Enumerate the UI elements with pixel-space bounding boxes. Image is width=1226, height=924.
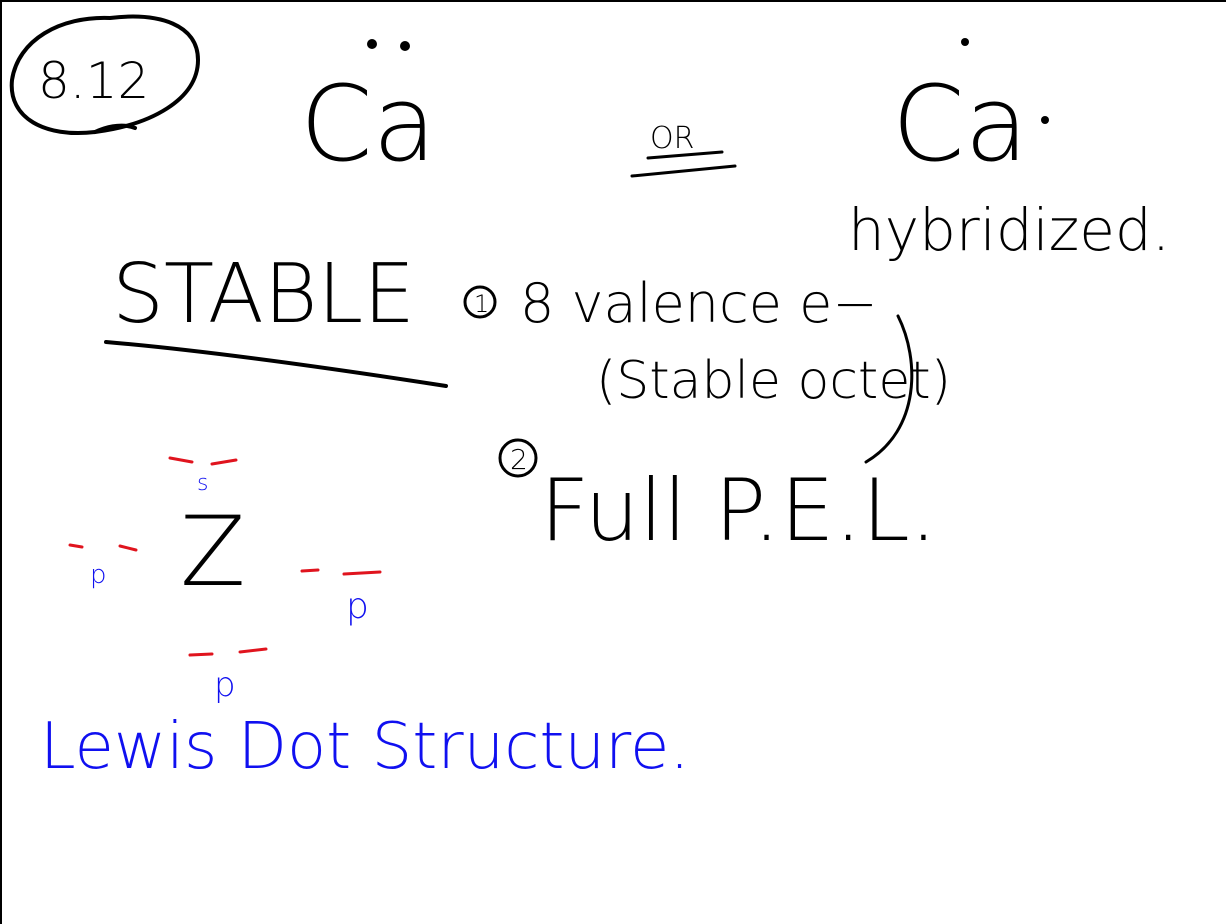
stability-point-1: 1 8 valence e− (Stable octet)	[463, 272, 951, 464]
point1-text: 8 valence e−	[520, 272, 878, 335]
calcium-lewis-left: Ca	[300, 39, 436, 185]
point1-marker: 1	[474, 290, 489, 318]
hybridized-label: hybridized.	[848, 196, 1170, 264]
or-underline-1	[646, 150, 724, 160]
orbital-slot-bottom-1	[188, 652, 214, 657]
orbital-label-left: p	[90, 560, 107, 590]
orbital-diagram: Z s p p p	[68, 456, 382, 705]
point2-marker: 2	[510, 443, 528, 476]
point1-circle	[463, 285, 497, 319]
or-word: OR	[650, 121, 694, 156]
stable-underline	[104, 340, 448, 388]
orbital-slot-left-1	[68, 543, 84, 549]
electron-dot	[1041, 116, 1049, 124]
problem-number-group: 8.12	[9, 14, 200, 135]
orbital-slot-right-2	[342, 570, 382, 576]
orbital-slot-left-2	[118, 544, 138, 552]
point2-circle	[498, 438, 538, 478]
electron-dot	[400, 41, 410, 51]
orbital-label-bottom: p	[214, 665, 236, 705]
orbital-slot-bottom-2	[238, 647, 268, 654]
stable-heading: STABLE	[112, 247, 415, 342]
orbital-slot-right-1	[300, 568, 320, 573]
orbital-label-right: p	[346, 586, 369, 627]
point1-bracket-curve	[864, 314, 914, 464]
point2-text: Full P.E.L.	[540, 461, 937, 561]
diagram-center-symbol: Z	[180, 496, 246, 608]
electron-dot	[367, 39, 377, 49]
lewis-dot-structure-caption: Lewis Dot Structure.	[40, 710, 690, 784]
calcium-symbol-left: Ca	[300, 63, 436, 185]
stability-point-2: 2 Full P.E.L.	[498, 438, 937, 561]
problem-number: 8.12	[38, 52, 149, 110]
orbital-slot-top-1	[168, 456, 194, 464]
or-underline-2	[630, 164, 737, 178]
or-connector: OR	[630, 121, 737, 178]
electron-dot	[961, 38, 969, 46]
orbital-slot-top-2	[210, 458, 238, 466]
orbital-label-top: s	[197, 471, 208, 496]
point1-subtext: (Stable octet)	[596, 351, 951, 411]
problem-number-circle-tail	[93, 123, 137, 134]
calcium-symbol-right: Ca	[892, 63, 1028, 185]
stable-heading-group: STABLE	[104, 247, 448, 388]
calcium-lewis-right: Ca hybridized.	[848, 38, 1170, 264]
